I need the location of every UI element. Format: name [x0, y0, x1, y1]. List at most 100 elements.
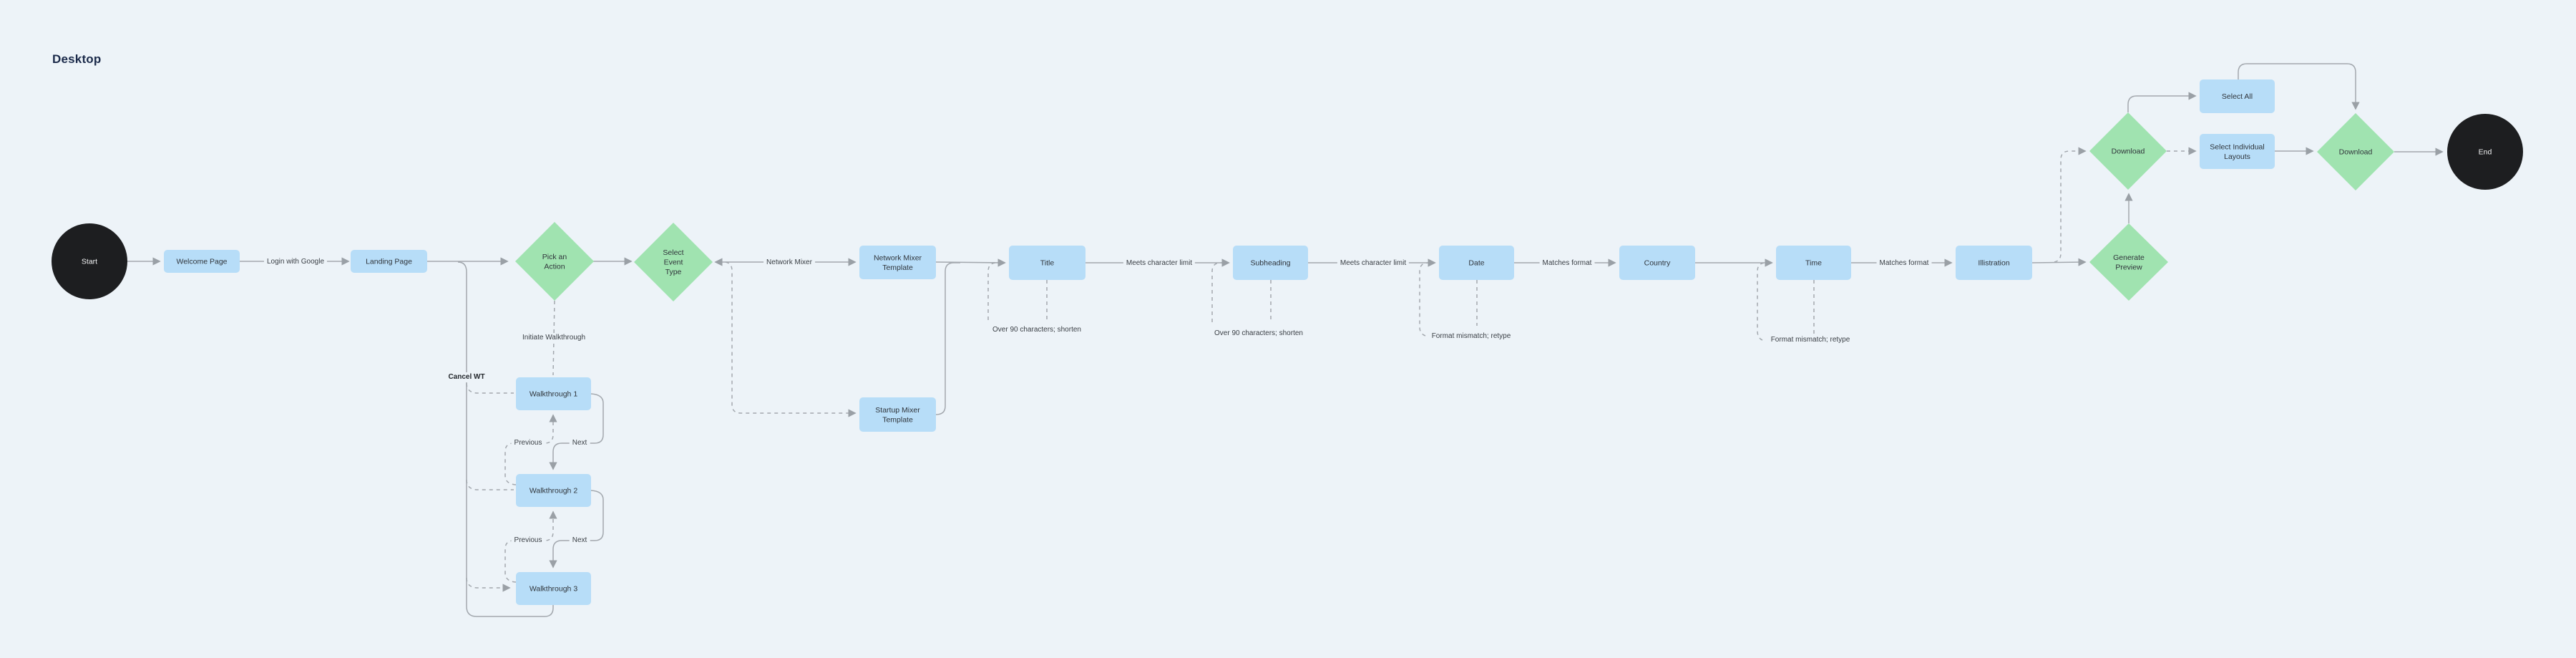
node-walkthrough-1[interactable]: Walkthrough 1: [516, 377, 591, 410]
select-all-shape[interactable]: [2200, 79, 2275, 113]
edge-network-template-to-title[interactable]: [935, 258, 1006, 267]
edge-select-all-to-download2[interactable]: [2238, 63, 2360, 110]
download-2-diamond-shape[interactable]: [2317, 113, 2394, 190]
edge-label-previous-2: Previous: [511, 536, 545, 546]
edge-previous-1[interactable]: [504, 414, 557, 485]
edge-download-to-select-all[interactable]: [2127, 92, 2197, 112]
download-1-diamond-shape[interactable]: [2089, 112, 2167, 190]
edge-startup-template-merge[interactable]: [935, 262, 960, 415]
generate-preview-diamond-shape[interactable]: [2089, 223, 2168, 301]
edge-cancel-walkthrough-1[interactable]: [466, 382, 514, 394]
edge-label-next-2: Next: [569, 536, 590, 546]
walkthrough-1-shape[interactable]: [516, 377, 591, 410]
node-illistration[interactable]: Illistration: [1956, 246, 2032, 280]
section-title[interactable]: Desktop: [52, 52, 102, 66]
select-all-label: Select All: [2222, 92, 2253, 101]
title-label: Title: [1040, 259, 1055, 268]
node-landing-page[interactable]: Landing Page: [351, 250, 427, 273]
edge-title-loop-in[interactable]: [987, 258, 1006, 320]
start-label: Start: [82, 258, 97, 266]
edge-label-date-to-country: Matches format: [1539, 258, 1595, 268]
edge-next-2[interactable]: [549, 490, 604, 569]
landing-page-shape[interactable]: [351, 250, 427, 273]
start-terminal-shape[interactable]: [52, 223, 127, 299]
edge-illistration-to-preview[interactable]: [2031, 258, 2087, 266]
select-individual-layouts-shape[interactable]: [2200, 134, 2275, 169]
edge-walkthrough-return-loop[interactable]: [457, 261, 554, 617]
edge-label-cancel-walkthrough-1: Cancel WT: [445, 372, 488, 382]
welcome-page-label: Welcome Page: [176, 258, 227, 266]
country-label: Country: [1644, 259, 1672, 268]
edge-label-subheading-loop-in: Over 90 characters; shorten: [1211, 329, 1306, 339]
edge-time-loop-in[interactable]: [1757, 258, 1773, 341]
node-download-2[interactable]: Download: [2317, 113, 2394, 190]
node-welcome-page[interactable]: Welcome Page: [164, 250, 240, 273]
time-shape[interactable]: [1776, 246, 1851, 280]
subheading-shape[interactable]: [1233, 246, 1308, 280]
edge-label-time-to-illistration: Matches format: [1876, 258, 1932, 268]
node-select-all[interactable]: Select All: [2200, 79, 2275, 113]
pick-an-action-diamond-shape[interactable]: [515, 222, 594, 301]
edge-illistration-skip-to-download[interactable]: [2054, 147, 2087, 263]
node-end[interactable]: End: [2447, 114, 2523, 190]
end-terminal-shape[interactable]: [2447, 114, 2523, 190]
edge-label-next-1: Next: [569, 438, 590, 448]
edge-label-date-loop-in: Format mismatch; retype: [1428, 332, 1514, 342]
node-walkthrough-2[interactable]: Walkthrough 2: [516, 474, 591, 507]
node-country[interactable]: Country: [1619, 246, 1695, 280]
node-walkthrough-3[interactable]: Walkthrough 3: [516, 572, 591, 605]
illistration-shape[interactable]: [1956, 246, 2032, 280]
node-date[interactable]: Date: [1439, 246, 1514, 280]
subheading-label: Subheading: [1250, 259, 1290, 268]
walkthrough-3-shape[interactable]: [516, 572, 591, 605]
network-mixer-template-shape[interactable]: [859, 246, 936, 279]
edge-previous-2[interactable]: [504, 511, 557, 583]
select-event-type-diamond-shape[interactable]: [634, 223, 713, 301]
edge-select-event-to-startup-template[interactable]: [725, 261, 857, 417]
walkthrough-3-label: Walkthrough 3: [530, 585, 577, 594]
download-2-label: Download: [2339, 148, 2373, 157]
illistration-label: Illistration: [1978, 259, 2010, 268]
edge-label-title-to-subheading: Meets character limit: [1123, 258, 1196, 268]
node-download-1[interactable]: Download: [2089, 112, 2167, 190]
edge-label-previous-1: Previous: [511, 438, 545, 448]
landing-page-label: Landing Page: [366, 258, 412, 266]
edge-cancel-walkthrough-2[interactable]: [466, 479, 514, 490]
edge-date-loop-in[interactable]: [1419, 258, 1436, 337]
node-time[interactable]: Time: [1776, 246, 1851, 280]
welcome-page-shape[interactable]: [164, 250, 240, 273]
edge-label-select-event-to-network-template: Network Mixer: [763, 258, 815, 268]
edge-next-1[interactable]: [549, 393, 604, 470]
node-subheading[interactable]: Subheading: [1233, 246, 1308, 280]
title-shape[interactable]: [1009, 246, 1085, 280]
edge-cancel-walkthrough-3[interactable]: [466, 577, 511, 592]
edge-label-initiate-walkthrough: Initiate Walkthrough: [519, 333, 589, 343]
walkthrough-2-label: Walkthrough 2: [530, 487, 577, 495]
edge-label-time-loop-in: Format mismatch; retype: [1767, 335, 1853, 345]
walkthrough-1-label: Walkthrough 1: [530, 390, 577, 399]
node-start[interactable]: Start: [52, 223, 127, 299]
date-label: Date: [1468, 259, 1484, 268]
walkthrough-2-shape[interactable]: [516, 474, 591, 507]
date-shape[interactable]: [1439, 246, 1514, 280]
country-shape[interactable]: [1619, 246, 1695, 280]
time-label: Time: [1805, 259, 1822, 268]
download-1-label: Download: [2112, 147, 2145, 156]
startup-mixer-template-shape[interactable]: [859, 397, 936, 432]
node-title[interactable]: Title: [1009, 246, 1085, 280]
edge-subheading-loop-in[interactable]: [1211, 258, 1230, 322]
